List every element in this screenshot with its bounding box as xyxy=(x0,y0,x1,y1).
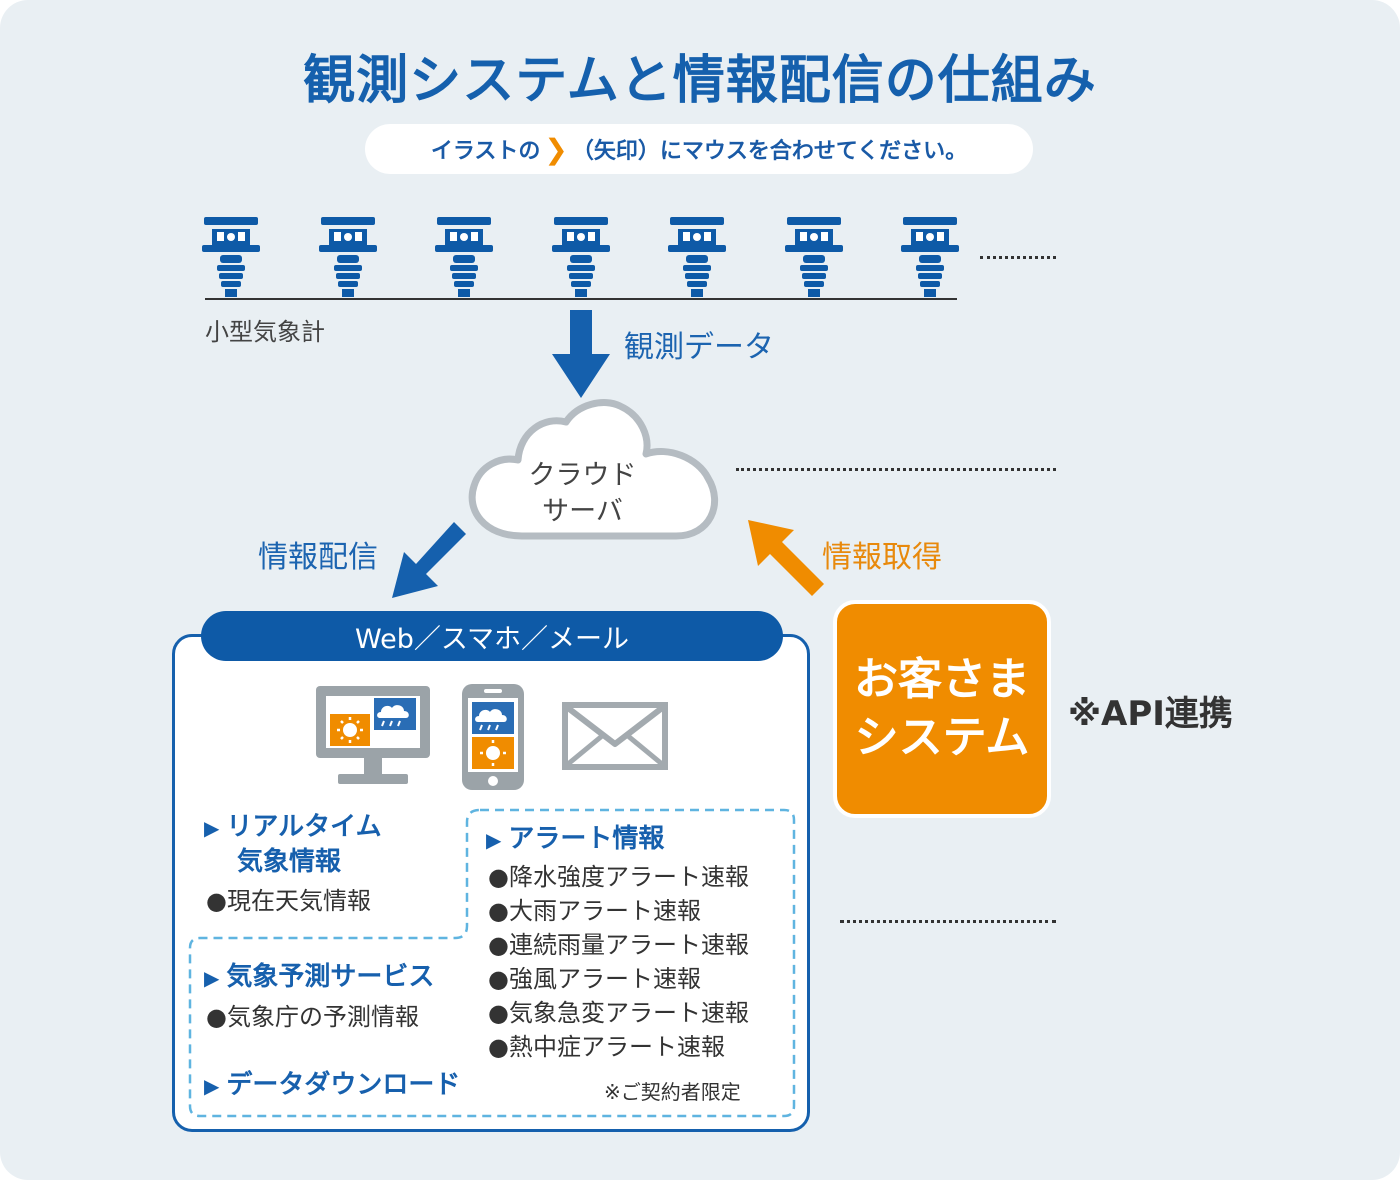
station-label: 小型気象計 xyxy=(205,318,325,346)
weather-station-icon xyxy=(668,217,726,297)
realtime-item: ●現在天気情報 xyxy=(206,887,371,915)
subscriber-only-note: ※ご契約者限定 xyxy=(604,1080,741,1104)
alert-title: アラート情報 xyxy=(508,824,665,854)
distribution-label: 情報配信 xyxy=(258,540,378,575)
chevron-icon: ❯ xyxy=(544,132,568,166)
realtime-title-line1: リアルタイム xyxy=(226,812,382,842)
weather-station-icon xyxy=(202,217,260,297)
cloud-server-label: クラウド サーバ xyxy=(500,458,665,530)
realtime-section-title: ▶ リアルタイム 気象情報 xyxy=(204,810,382,879)
customer-line1: お客さま xyxy=(854,654,1030,705)
triangle-bullet-icon: ▶ xyxy=(204,1074,227,1098)
alert-item: ●強風アラート速報 xyxy=(488,965,701,993)
weather-station-icon xyxy=(784,217,843,297)
api-integration-note: ※API連携 xyxy=(1068,694,1233,734)
acquisition-arrow[interactable] xyxy=(744,516,828,600)
station-continuation-dots xyxy=(980,256,1056,259)
forecast-title: 気象予測サービス xyxy=(226,962,435,992)
observation-data-label: 観測データ xyxy=(624,330,774,365)
instruction-text-after: （矢印）にマウスを合わせてください。 xyxy=(571,139,968,164)
alert-item: ●連続雨量アラート速報 xyxy=(488,931,749,959)
weather-station-icon xyxy=(435,217,493,297)
weather-station-icon xyxy=(318,217,377,297)
forecast-section-title: ▶ 気象予測サービス xyxy=(204,960,434,995)
alert-item: ●降水強度アラート速報 xyxy=(488,863,749,891)
page-title: 観測システムと情報配信の仕組み xyxy=(303,51,1097,111)
bottom-continuation-dots xyxy=(840,920,1056,923)
alert-item: ●大雨アラート速報 xyxy=(488,897,701,925)
triangle-bullet-icon: ▶ xyxy=(204,966,227,990)
envelope-icon xyxy=(562,702,668,770)
instruction-text-before: イラストの xyxy=(430,139,541,164)
observation-arrow[interactable] xyxy=(550,310,612,400)
cloud-continuation-dots xyxy=(736,468,1056,471)
alert-item-list: ●降水強度アラート速報 ●大雨アラート速報 ●連続雨量アラート速報 ●強風アラー… xyxy=(488,860,749,1064)
cloud-label-line2: サーバ xyxy=(542,496,623,527)
alert-item: ●気象急変アラート速報 xyxy=(488,999,749,1027)
instruction-banner: イラストの ❯ （矢印）にマウスを合わせてください。 xyxy=(365,124,1033,174)
realtime-title-line2: 気象情報 xyxy=(237,847,342,877)
acquisition-label: 情報取得 xyxy=(822,540,942,575)
weather-station-icon xyxy=(901,217,959,297)
triangle-bullet-icon: ▶ xyxy=(486,828,509,852)
ground-line xyxy=(205,298,957,300)
cloud-server-icon xyxy=(468,399,719,540)
smartphone-icon xyxy=(462,684,524,790)
alert-section-title: ▶ アラート情報 xyxy=(486,822,664,857)
monitor-icon xyxy=(316,686,430,784)
customer-system-box: お客さま システム xyxy=(833,600,1051,818)
channels-header: Web／スマホ／メール xyxy=(201,611,783,661)
forecast-item: ●気象庁の予測情報 xyxy=(206,1003,419,1031)
distribution-arrow[interactable] xyxy=(388,520,470,602)
cloud-label-line1: クラウド xyxy=(528,460,637,491)
customer-line2: システム xyxy=(854,712,1030,763)
download-section-title: ▶ データダウンロード xyxy=(204,1068,460,1103)
alert-item: ●熱中症アラート速報 xyxy=(488,1033,725,1061)
triangle-bullet-icon: ▶ xyxy=(204,816,227,840)
download-title: データダウンロード xyxy=(226,1070,461,1100)
weather-station-icon xyxy=(551,217,610,297)
